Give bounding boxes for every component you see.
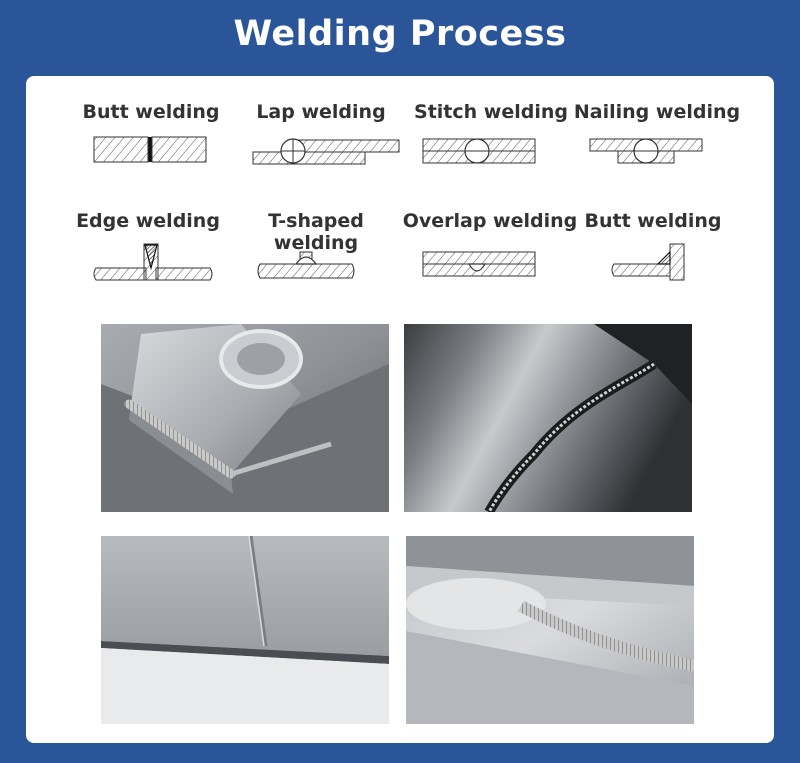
label-stitch-welding: Stitch welding bbox=[414, 101, 568, 123]
butt-welding-2-diagram bbox=[611, 243, 685, 281]
t-shaped-welding-diagram bbox=[257, 251, 355, 279]
edge-welding-diagram bbox=[93, 243, 213, 281]
label-nailing-welding: Nailing welding bbox=[573, 101, 741, 123]
label-butt-welding-2: Butt welding bbox=[584, 210, 722, 232]
label-overlap-welding: Overlap welding bbox=[402, 210, 578, 232]
weld-photo-bracket bbox=[101, 324, 389, 512]
butt-welding-diagram bbox=[93, 136, 207, 163]
weld-photo-cylinder bbox=[404, 324, 692, 512]
stitch-welding-diagram bbox=[422, 138, 536, 164]
weld-photo-aluminum bbox=[406, 536, 694, 724]
content-card: Butt welding Lap welding Stitch welding … bbox=[26, 76, 774, 743]
nailing-welding-diagram bbox=[589, 138, 703, 164]
label-t-shaped-welding: T-shaped welding bbox=[268, 210, 364, 254]
lap-welding-diagram bbox=[252, 138, 400, 165]
label-butt-welding: Butt welding bbox=[82, 101, 220, 123]
page-title: Welding Process bbox=[233, 14, 567, 54]
label-lap-welding: Lap welding bbox=[256, 101, 386, 123]
label-edge-welding: Edge welding bbox=[76, 210, 220, 232]
overlap-welding-diagram bbox=[422, 251, 536, 277]
weld-photo-plates bbox=[101, 536, 389, 724]
